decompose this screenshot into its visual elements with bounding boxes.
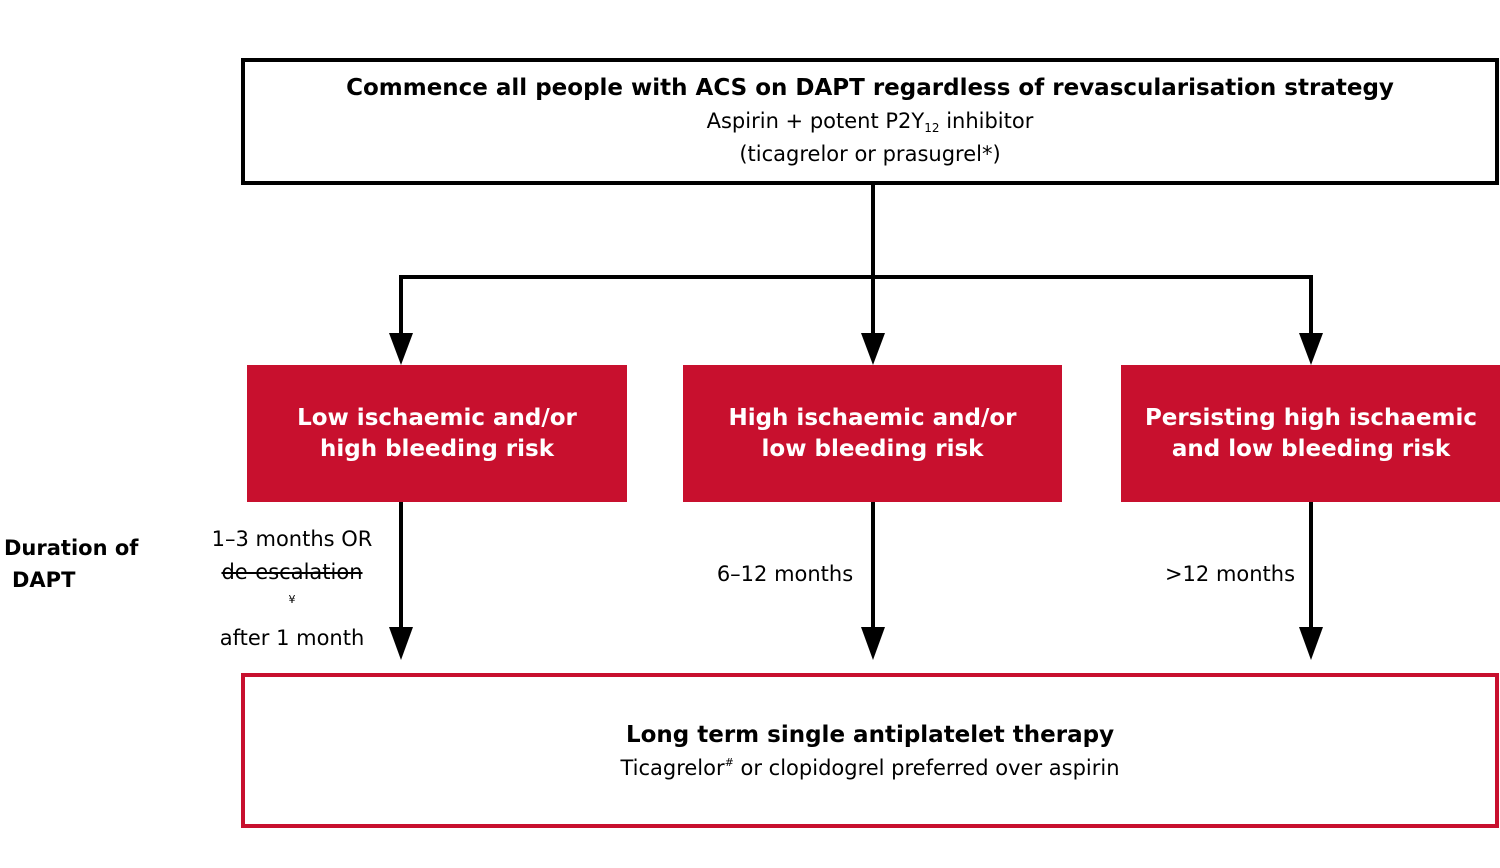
arrowhead-duration-persist [1299, 627, 1323, 660]
duration-low-line2: de-escalation ¥ [196, 556, 388, 622]
duration-label-line2: DAPT [12, 568, 76, 592]
risk-box-line: low bleeding risk [761, 435, 984, 462]
arrowhead-duration-low [389, 627, 413, 660]
arrowhead-low [389, 333, 413, 365]
risk-box-line: High ischaemic and/or [728, 404, 1017, 431]
risk-box-line: high bleeding risk [319, 435, 555, 462]
long-term-preference: Ticagrelor# or clopidogrel preferred ove… [620, 752, 1119, 784]
risk-box-line: Low ischaemic and/or [297, 404, 577, 431]
preference-text: or clopidogrel preferred over aspirin [733, 755, 1120, 780]
start-box-regimen: Aspirin + potent P2Y12 inhibitor [707, 105, 1034, 138]
duration-high-risk: 6–12 months [716, 562, 854, 586]
duration-persisting-risk: >12 months [1164, 562, 1296, 586]
yen-footnote-mark: ¥ [288, 593, 296, 606]
regimen-subscript: 12 [924, 121, 940, 135]
long-term-title: Long term single antiplatelet therapy [625, 721, 1115, 748]
start-box: Commence all people with ACS on DAPT reg… [241, 58, 1499, 185]
duration-low-line3: after 1 month [219, 626, 365, 650]
risk-box-persisting-high: Persisting high ischaemic and low bleedi… [1121, 365, 1500, 502]
duration-low-risk: 1–3 months OR de-escalation ¥ after 1 mon… [196, 523, 388, 655]
duration-label-line1: Duration of [4, 536, 139, 560]
branch-line [399, 275, 1313, 335]
start-box-title: Commence all people with ACS on DAPT reg… [346, 75, 1394, 101]
regimen-suffix: inhibitor [939, 109, 1034, 133]
risk-box-line: Persisting high ischaemic [1144, 404, 1478, 431]
duration-low-line1: 1–3 months OR [211, 527, 373, 551]
ticagrelor-text: Ticagrelor [620, 755, 725, 780]
long-term-therapy-box: Long term single antiplatelet therapy Ti… [241, 673, 1499, 828]
risk-box-low-ischaemic: Low ischaemic and/or high bleeding risk [247, 365, 627, 502]
de-escalation-text: de-escalation [221, 560, 363, 584]
duration-of-dapt-label: Duration of DAPT [4, 532, 138, 596]
start-box-agents: (ticagrelor or prasugrel*) [739, 142, 1001, 166]
regimen-text: Aspirin + potent P2Y [706, 109, 925, 133]
risk-box-high-ischaemic: High ischaemic and/or low bleeding risk [683, 365, 1062, 502]
arrowhead-high [861, 333, 885, 365]
hash-footnote-mark: # [724, 755, 734, 769]
arrowhead-persist [1299, 333, 1323, 365]
risk-box-line: and low bleeding risk [1171, 435, 1451, 462]
arrowhead-duration-high [861, 627, 885, 660]
